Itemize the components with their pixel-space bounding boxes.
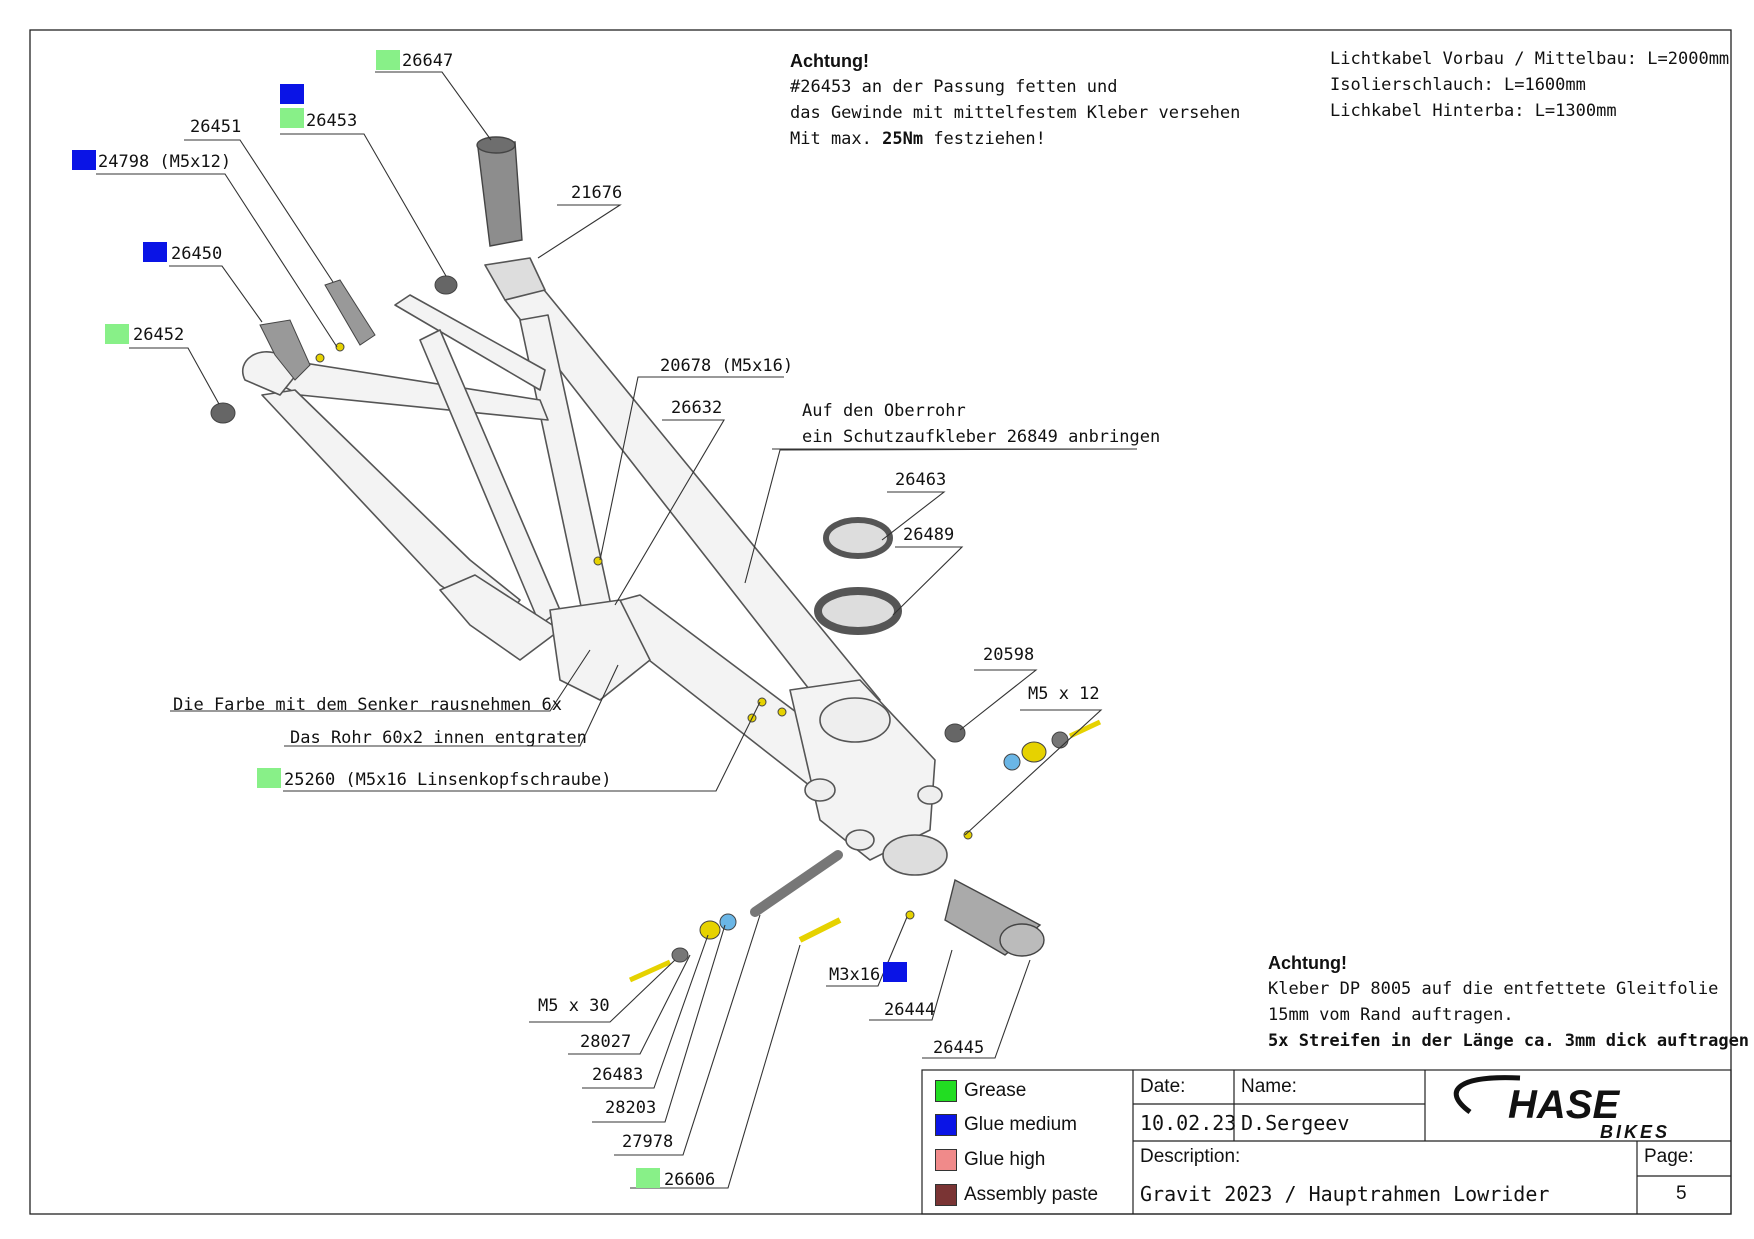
legend-swatch-assembly-paste bbox=[935, 1184, 957, 1206]
part-label-26483: 26483 bbox=[592, 1065, 644, 1085]
grease-marker bbox=[105, 324, 129, 344]
legend-swatch-glue-medium bbox=[935, 1114, 957, 1136]
legend-label-glue-high: Glue high bbox=[964, 1149, 1046, 1170]
note-top-line3: Mit max. 25Nm festziehen! bbox=[790, 129, 1046, 149]
name-label: Name: bbox=[1241, 1076, 1297, 1097]
lower-cup bbox=[882, 834, 948, 876]
part-label-28027: 28027 bbox=[580, 1032, 632, 1052]
rod-part bbox=[750, 850, 843, 917]
part-label-m5x12: M5 x 12 bbox=[1028, 684, 1100, 704]
part-label-26450: 26450 bbox=[171, 244, 223, 264]
legend-swatch-glue-high bbox=[935, 1149, 957, 1171]
grease-marker bbox=[636, 1168, 660, 1188]
glue-marker bbox=[143, 242, 167, 262]
part-label-20678: 20678 (M5x16) bbox=[660, 356, 794, 376]
hase-bikes-logo: HASE BIKES bbox=[1453, 1075, 1670, 1142]
part-label-26451: 26451 bbox=[190, 117, 242, 137]
note-cable-line3: Lichkabel Hinterba: L=1300mm bbox=[1330, 101, 1617, 121]
page-number: 5 bbox=[1676, 1183, 1687, 1204]
part-label-28203: 28203 bbox=[605, 1098, 657, 1118]
legend-swatch-grease bbox=[935, 1080, 957, 1102]
part-label-27978: 27978 bbox=[622, 1132, 674, 1152]
part-label-25260: 25260 (M5x16 Linsenkopfschraube) bbox=[284, 770, 612, 790]
note-bottom-line2: 15mm vom Rand auftragen. bbox=[1268, 1005, 1514, 1025]
svg-text:HASE: HASE bbox=[1508, 1083, 1620, 1127]
note-senker: Die Farbe mit dem Senker rausnehmen 6x bbox=[173, 695, 562, 715]
note-oberrohr-line2: ein Schutzaufkleber 26849 anbringen bbox=[802, 427, 1161, 447]
headset-rings bbox=[814, 517, 902, 635]
legend-label-glue-medium: Glue medium bbox=[964, 1114, 1077, 1135]
rear-lower-tube bbox=[439, 574, 561, 661]
part-label-26444: 26444 bbox=[884, 1000, 936, 1020]
note-top-line2: das Gewinde mit mittelfestem Kleber vers… bbox=[790, 103, 1241, 123]
leader-lines bbox=[96, 71, 1138, 1189]
chain-stay bbox=[261, 389, 521, 626]
bb-junction bbox=[549, 599, 651, 701]
seat-stay-lower bbox=[394, 294, 546, 391]
seat-clamp bbox=[484, 257, 546, 301]
note-bottom-warning: Achtung! Kleber DP 8005 auf die entfette… bbox=[1268, 950, 1749, 1054]
frame-drawing bbox=[242, 257, 948, 876]
legend-label-grease: Grease bbox=[964, 1080, 1027, 1101]
part-label-26453: 26453 bbox=[306, 111, 358, 131]
note-bottom-line3: 5x Streifen in der Länge ca. 3mm dick au… bbox=[1268, 1031, 1750, 1051]
part-label-26647: 26647 bbox=[402, 51, 454, 71]
note-cable-line1: Lichtkabel Vorbau / Mittelbau: L=2000mm bbox=[1330, 49, 1730, 69]
part-label-21676: 21676 bbox=[571, 183, 623, 203]
svg-text:BIKES: BIKES bbox=[1600, 1122, 1670, 1142]
description-label: Description: bbox=[1140, 1146, 1241, 1167]
date-value: 10.02.23 bbox=[1140, 1111, 1237, 1135]
glue-marker bbox=[72, 150, 96, 170]
part-label-26445: 26445 bbox=[933, 1038, 985, 1058]
part-label-20598: 20598 bbox=[983, 645, 1035, 665]
note-bottom-title: Achtung! bbox=[1268, 953, 1347, 973]
grease-marker bbox=[376, 50, 400, 70]
note-oberrohr: Auf den Oberrohr ein Schutzaufkleber 268… bbox=[802, 398, 1160, 450]
part-label-26463: 26463 bbox=[895, 470, 947, 490]
note-top-line1: #26453 an der Passung fetten und bbox=[790, 77, 1118, 97]
seatpost-part bbox=[476, 136, 523, 247]
note-oberrohr-line1: Auf den Oberrohr bbox=[802, 401, 966, 421]
grease-marker bbox=[257, 768, 281, 788]
part-label-m5x30: M5 x 30 bbox=[538, 996, 610, 1016]
note-top-title: Achtung! bbox=[790, 51, 869, 71]
description-value: Gravit 2023 / Hauptrahmen Lowrider bbox=[1140, 1182, 1550, 1206]
note-entgraten: Das Rohr 60x2 innen entgraten bbox=[290, 728, 587, 748]
grease-marker bbox=[280, 108, 304, 128]
part-label-26606: 26606 bbox=[664, 1170, 716, 1190]
glue-marker bbox=[883, 962, 907, 982]
name-value: D.Sergeev bbox=[1241, 1111, 1350, 1135]
note-top-warning: Achtung! #26453 an der Passung fetten un… bbox=[790, 48, 1240, 152]
note-bottom-line1: Kleber DP 8005 auf die entfettete Gleitf… bbox=[1268, 979, 1719, 999]
legend-label-assembly-paste: Assembly paste bbox=[964, 1184, 1099, 1205]
part-label-26489: 26489 bbox=[903, 525, 955, 545]
sleeve-part bbox=[944, 878, 1045, 957]
head-cup bbox=[819, 697, 891, 743]
title-block-grid bbox=[921, 1069, 1732, 1215]
note-cable-line2: Isolierschlauch: L=1600mm bbox=[1330, 75, 1586, 95]
sheet-border bbox=[29, 29, 1732, 1215]
date-label: Date: bbox=[1140, 1076, 1186, 1097]
page-label: Page: bbox=[1644, 1146, 1694, 1167]
part-label-24798: 24798 (M5x12) bbox=[98, 152, 232, 172]
part-label-26632: 26632 bbox=[671, 398, 723, 418]
glue-marker bbox=[280, 84, 304, 104]
part-label-m3x16: M3x16 bbox=[829, 965, 881, 985]
note-cable-lengths: Lichtkabel Vorbau / Mittelbau: L=2000mm … bbox=[1330, 46, 1729, 124]
part-label-26452: 26452 bbox=[133, 325, 185, 345]
hardware-parts bbox=[210, 275, 1102, 983]
